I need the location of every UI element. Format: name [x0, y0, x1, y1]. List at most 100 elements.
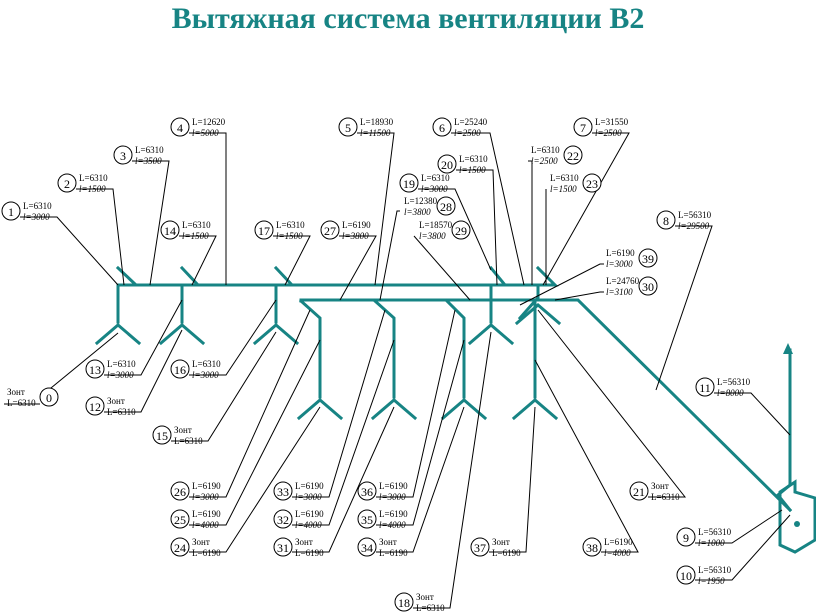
leader-line-39	[519, 263, 604, 306]
node-number: 16	[174, 363, 186, 377]
node-number: 29	[455, 224, 467, 238]
node-bubble	[170, 509, 190, 529]
node-number: 0	[46, 391, 52, 405]
node-number: 22	[567, 149, 579, 163]
node-top-label: L=6190	[379, 481, 408, 491]
leader-line-24	[189, 406, 321, 553]
branch-1	[115, 265, 140, 324]
node-bubble	[170, 481, 190, 501]
node-bubble	[57, 173, 77, 193]
node-top-label: L=6310	[550, 173, 579, 183]
node-bubble	[470, 537, 490, 557]
node-number: 3	[120, 149, 126, 163]
node-bubble	[638, 276, 658, 296]
node-bottom-label: L=6310	[7, 398, 36, 408]
node-bubble	[170, 117, 190, 137]
diagram-title: Вытяжная система вентиляции В2	[171, 2, 645, 35]
leader-line-19	[418, 188, 492, 271]
leader-line-33	[292, 309, 386, 498]
leader-line-1	[20, 216, 119, 286]
node-bottom-label: l=2500	[531, 156, 558, 166]
node-bottom-label: L=6310	[651, 492, 680, 502]
leader-line-11	[714, 392, 791, 436]
node-number: 24	[174, 541, 186, 555]
node-top-label: L=6310	[23, 201, 52, 211]
leader-line-20	[456, 169, 498, 286]
node-top-label: L=31550	[595, 117, 629, 127]
node-bottom-label: l=3000	[421, 184, 448, 194]
node-number: 30	[642, 280, 654, 294]
hood-18	[467, 323, 515, 346]
node-bottom-label: l=3000	[606, 259, 633, 269]
node-top-label: L=12620	[192, 117, 226, 127]
node-top-label: Зонт	[107, 396, 125, 406]
node-top-label: L=6190	[192, 509, 221, 519]
node-bubble	[399, 173, 419, 193]
node-bottom-label: l=2500	[454, 128, 481, 138]
node-number: 23	[586, 177, 598, 191]
node-top-label: L=56310	[678, 210, 712, 220]
node-bottom-label: l=11500	[360, 128, 391, 138]
node-number: 18	[398, 596, 410, 610]
node-bubble	[629, 481, 649, 501]
leader-line-25	[189, 339, 321, 526]
branch-3	[273, 265, 296, 324]
node-bubble	[573, 117, 593, 137]
node-number: 15	[156, 429, 168, 443]
leader-line-30	[554, 291, 604, 301]
node-top-label: L=6310	[135, 145, 164, 155]
node-top-label: L=6310	[421, 173, 450, 183]
node-bottom-label: l=3800	[342, 231, 369, 241]
node-number: 19	[403, 177, 415, 191]
leader-line-32	[292, 339, 395, 526]
node-top-label: Зонт	[174, 425, 192, 435]
node-bubble	[436, 196, 456, 216]
node-bubble	[357, 509, 377, 529]
leader-line-26	[189, 309, 311, 498]
leader-line-14	[179, 235, 217, 286]
node-number: 7	[580, 121, 586, 135]
node-bottom-label: L=6310	[174, 436, 203, 446]
node-top-label: L=6310	[182, 220, 211, 230]
node-bubble	[85, 359, 105, 379]
node-top-label: L=6310	[79, 173, 108, 183]
node-bubble	[695, 377, 715, 397]
node-bottom-label: l=1500	[182, 231, 209, 241]
leader-line-27	[339, 235, 377, 301]
node-bubble	[39, 387, 59, 407]
node-top-label: Зонт	[192, 537, 210, 547]
node-top-label: L=6190	[295, 481, 324, 491]
leader-line-2	[76, 188, 125, 286]
leader-line-38	[534, 359, 639, 553]
node-number: 28	[440, 200, 452, 214]
node-bottom-label: l=1500	[550, 184, 577, 194]
node-bottom-label: l=3000	[295, 492, 322, 502]
node-bottom-label: l=3000	[23, 212, 50, 222]
fan-unit	[778, 479, 816, 554]
node-bottom-label: l=3800	[419, 231, 446, 241]
node-top-label: L=18930	[360, 117, 394, 127]
node-number: 14	[164, 224, 176, 238]
node-bubble	[273, 509, 293, 529]
node-bubble	[273, 537, 293, 557]
node-bottom-label: l=3800	[404, 207, 431, 217]
node-bottom-label: l=1500	[79, 184, 106, 194]
node-number: 33	[277, 485, 289, 499]
node-bubble	[451, 220, 471, 240]
hood-24	[296, 398, 344, 421]
node-bottom-label: l=5000	[192, 128, 219, 138]
arrow-up-icon	[783, 343, 793, 354]
node-top-label: Зонт	[7, 387, 25, 397]
